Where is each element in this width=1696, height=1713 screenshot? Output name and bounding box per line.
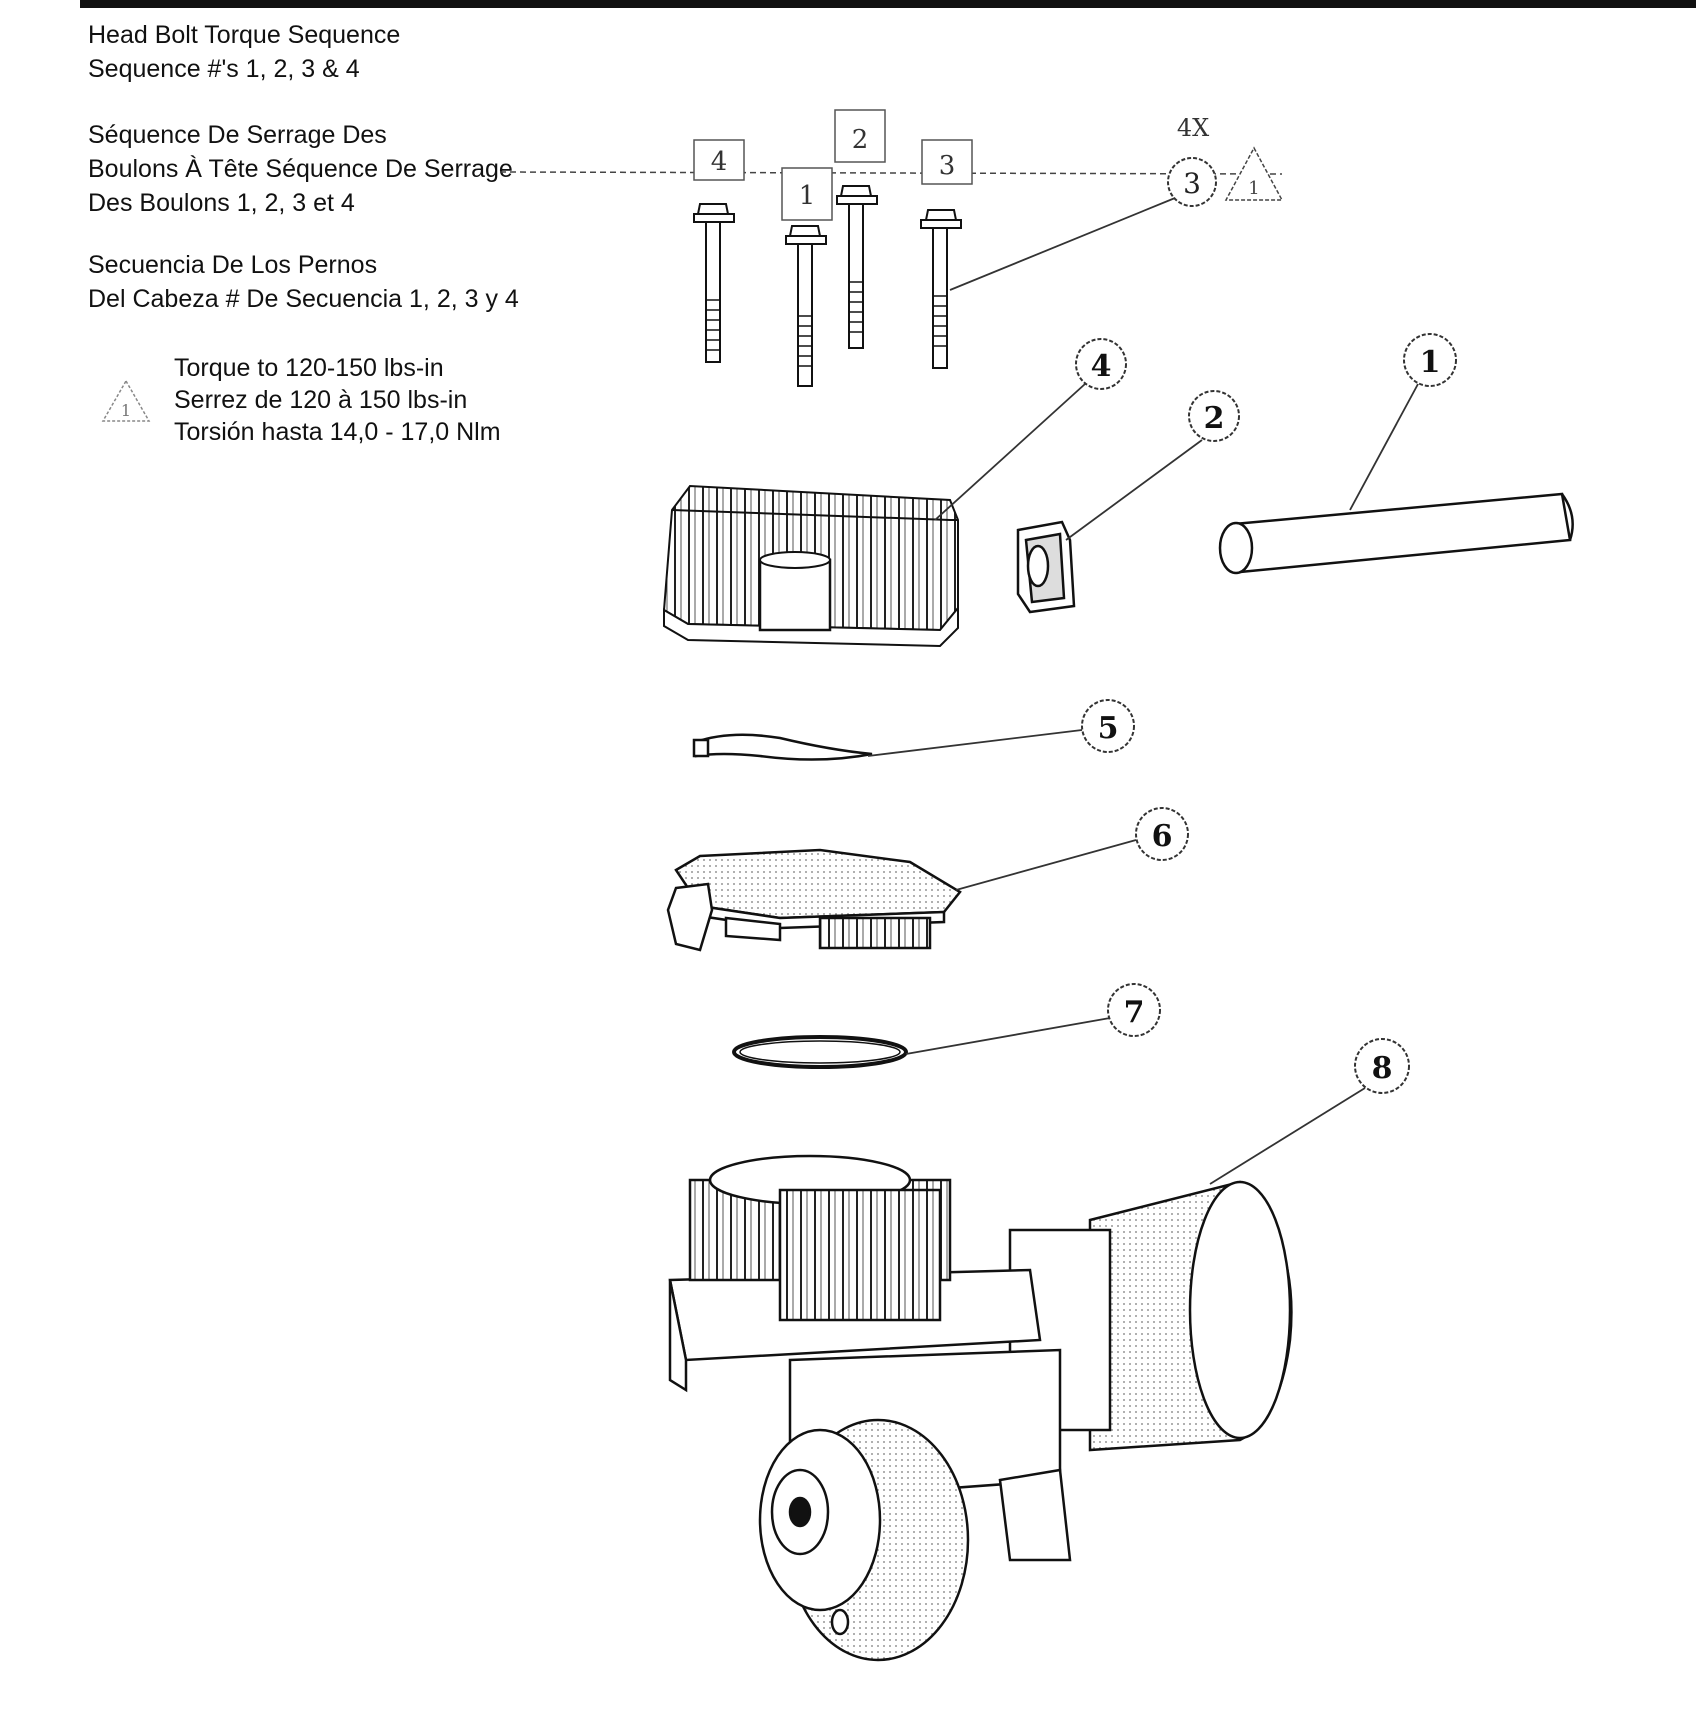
svg-text:1: 1 <box>1420 345 1441 380</box>
french-title-line-1: Séquence De Serrage Des <box>88 121 387 149</box>
torque-note-block: Torque to 120-150 lbs-in Serrez de 120 à… <box>174 352 501 448</box>
svg-text:3: 3 <box>1183 167 1201 200</box>
bolt-sequence-box-2: 2 <box>834 109 886 163</box>
english-title-block: Head Bolt Torque Sequence Sequence #'s 1… <box>88 18 400 86</box>
svg-text:4: 4 <box>711 147 728 177</box>
svg-text:5: 5 <box>1098 711 1119 746</box>
top-rule <box>80 0 1696 8</box>
svg-text:3: 3 <box>939 151 956 181</box>
valve-plate-assembly <box>666 848 962 952</box>
head-bolt-2 <box>836 185 878 349</box>
svg-text:2: 2 <box>1204 401 1225 436</box>
english-sequence-line: Sequence #'s 1, 2, 3 & 4 <box>88 55 360 83</box>
spanish-title-line-2: Del Cabeza # De Secuencia 1, 2, 3 y 4 <box>88 285 519 313</box>
torque-warning-icon: 1 <box>101 379 151 422</box>
svg-text:2: 2 <box>852 125 869 155</box>
torque-warning-marker: 1 <box>121 401 131 420</box>
head-bolt-3 <box>920 209 962 369</box>
callout-1-tube: 1 <box>1349 333 1457 511</box>
bolt-sequence-box-4: 4 <box>693 139 745 181</box>
callout-6-valve-plate: 6 <box>955 807 1189 891</box>
torque-warning-triangle-diagram: 1 <box>1224 146 1284 201</box>
callout-4-head: 4 <box>934 338 1127 521</box>
svg-text:6: 6 <box>1152 819 1173 854</box>
callout-2-seal: 2 <box>1065 390 1240 541</box>
svg-text:1: 1 <box>799 181 816 211</box>
spanish-title-block: Secuencia De Los Pernos Del Cabeza # De … <box>88 248 519 316</box>
callout-5-gasket: 5 <box>867 699 1135 757</box>
svg-text:1: 1 <box>1248 178 1259 199</box>
head-bolt-4 <box>693 203 735 363</box>
svg-text:4: 4 <box>1091 349 1112 384</box>
svg-text:8: 8 <box>1372 1051 1393 1086</box>
svg-text:7: 7 <box>1124 995 1145 1030</box>
valve-plate-seal <box>1016 520 1076 614</box>
callout-7-o-ring: 7 <box>905 983 1161 1055</box>
head-gasket <box>692 733 873 761</box>
torque-note-english: Torque to 120-150 lbs-in <box>174 354 444 382</box>
motor-pump-assembly <box>668 1154 1293 1662</box>
english-title-line: Head Bolt Torque Sequence <box>88 21 401 49</box>
bolt-sequence-box-1: 1 <box>781 167 833 221</box>
french-title-block: Séquence De Serrage Des Boulons À Tête S… <box>88 118 513 220</box>
spanish-title-line-1: Secuencia De Los Pernos <box>88 251 378 279</box>
callout-8-motor: 8 <box>1209 1038 1410 1185</box>
callout-3-bolts: 3 <box>949 157 1217 291</box>
transfer-tube <box>1218 492 1574 575</box>
cylinder-head <box>662 484 959 648</box>
torque-note-french: Serrez de 120 à 150 lbs-in <box>174 386 468 414</box>
torque-note-spanish: Torsión hasta 14,0 - 17,0 Nlm <box>174 418 501 446</box>
reference-dashed-line <box>499 171 1283 175</box>
o-ring <box>732 1035 908 1069</box>
french-title-line-3: Des Boulons 1, 2, 3 et 4 <box>88 189 355 217</box>
head-bolt-1 <box>785 225 827 387</box>
bolt-sequence-box-3: 3 <box>921 139 973 185</box>
quantity-label: 4X <box>1177 114 1209 142</box>
french-title-line-2: Boulons À Tête Séquence De Serrage <box>88 155 513 183</box>
